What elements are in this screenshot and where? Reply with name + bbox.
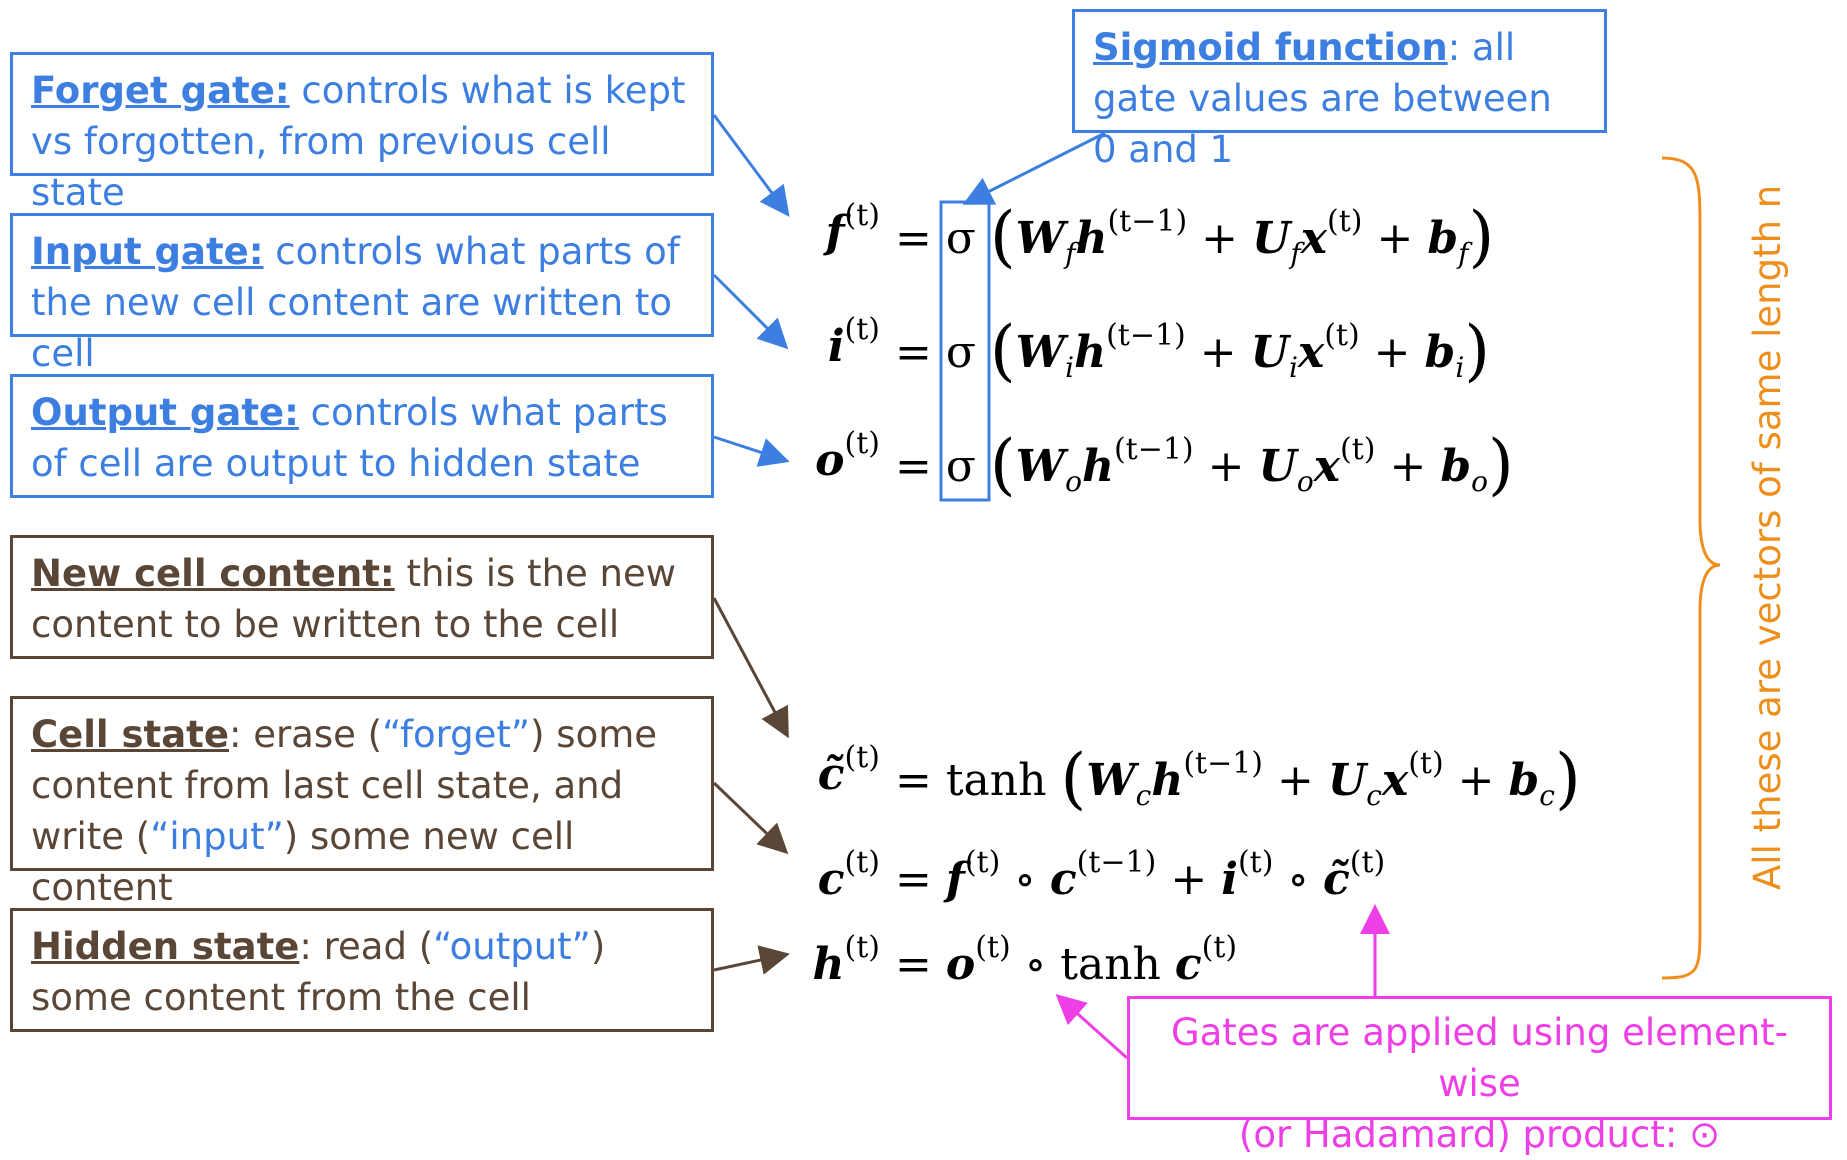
sigmoid-arrow: [962, 131, 1106, 205]
cell-state-box: Cell state: erase (“forget”) some conten…: [10, 696, 714, 909]
equation-output-rhs: = σ (Woh(t−1) + Uox(t) + bo): [895, 426, 1514, 503]
sigmoid-heading: Sigmoid function: [1093, 26, 1448, 69]
new-cell-arrow: [712, 597, 789, 739]
cell-state-arrow: [712, 781, 789, 855]
sigmoid-text: : all gate values are between 0 and 1: [1093, 26, 1552, 171]
sigmoid-box: Sigmoid function: all gate values are be…: [1072, 9, 1607, 171]
input-arrow: [712, 273, 789, 350]
vectors-label: All these are vectors of same length n: [1746, 185, 1789, 890]
input-gate-box: Input gate: controls what parts of the n…: [10, 213, 714, 375]
sigma-highlight-box: [939, 200, 991, 502]
forget-gate-box: Forget gate: controls what is kept vs fo…: [10, 52, 714, 214]
input-gate-heading: Input gate:: [31, 230, 264, 273]
connector-layer: All these are vectors of same length n: [712, 114, 1789, 1060]
equation-input-rhs: = σ (Wih(t−1) + Uix(t) + bi): [895, 312, 1491, 389]
input-gate-text: controls what parts of the new cell cont…: [31, 230, 680, 375]
cell-state-input-quote: “input”: [150, 815, 284, 858]
vectors-brace: [1661, 156, 1721, 980]
equation-hidden-state-rhs: = o(t) ∘ tanh c(t): [895, 930, 1238, 990]
new-cell-content-box: New cell content: this is the new conten…: [10, 535, 714, 659]
new-cell-heading: New cell content:: [31, 552, 395, 595]
forget-gate-heading: Forget gate:: [31, 69, 290, 112]
cell-state-text-1: : erase (: [228, 713, 383, 756]
cell-state-forget-quote: “forget”: [382, 713, 531, 756]
cell-state-text-2: ) some content from last cell state, and…: [31, 713, 658, 858]
equation-cell-state-rhs: = f(t) ∘ c(t−1) + i(t) ∘ c̃(t): [895, 845, 1386, 905]
equation-forget-rhs: = σ (Wfh(t−1) + Ufx(t) + bf): [895, 198, 1495, 275]
hadamard-line-1: Gates are applied using element-wise: [1170, 1011, 1789, 1105]
output-gate-box: Output gate: controls what parts of cell…: [10, 374, 714, 498]
forget-gate-text: controls what is kept vs forgotten, from…: [31, 69, 686, 214]
hadamard-left-arrow: [1055, 993, 1129, 1060]
hidden-state-text-2: ) some content from the cell: [31, 925, 606, 1019]
output-gate-text: controls what parts of cell are output t…: [31, 391, 668, 485]
hidden-state-output-quote: “output”: [433, 925, 591, 968]
hidden-state-text-1: : read (: [299, 925, 434, 968]
equation-new-cell-rhs: = tanh (Wch(t−1) + Ucx(t) + bc): [895, 740, 1581, 817]
cell-state-heading: Cell state: [31, 713, 229, 756]
hidden-state-arrow: [713, 945, 790, 975]
output-gate-heading: Output gate:: [31, 391, 299, 434]
cell-state-text-3: ) some new cell content: [31, 815, 575, 909]
output-arrow: [713, 435, 790, 467]
hidden-state-heading: Hidden state: [31, 925, 300, 968]
forget-arrow: [712, 114, 790, 217]
new-cell-text: this is the new content to be written to…: [31, 552, 677, 646]
hidden-state-box: Hidden state: read (“output”) some conte…: [10, 908, 714, 1032]
